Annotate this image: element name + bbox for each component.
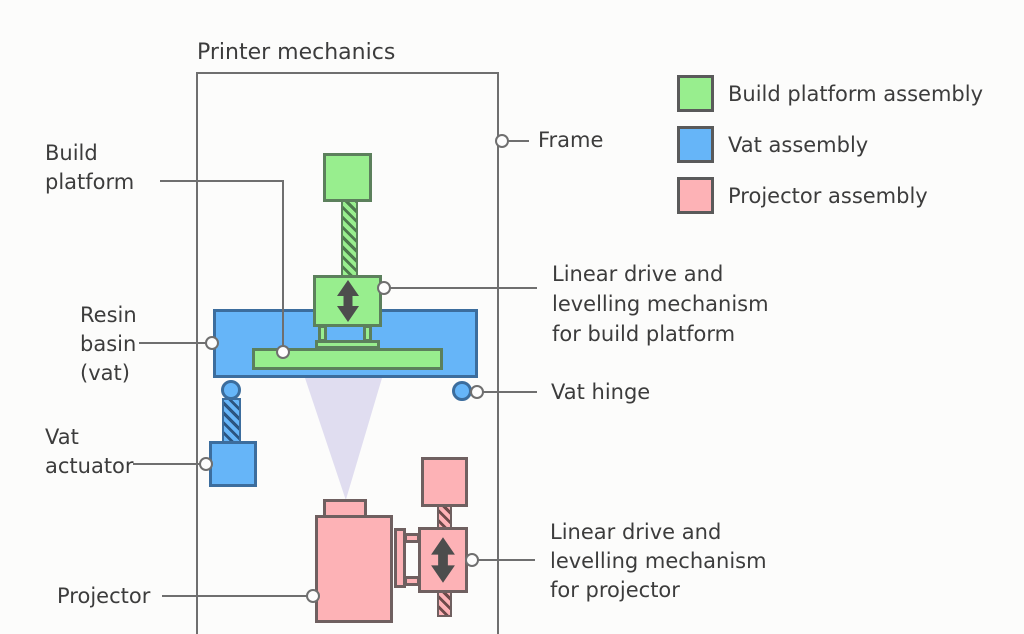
projector-threaded-rod-bottom [437, 589, 452, 617]
label-frame: Frame [538, 128, 604, 152]
build-platform-foot-plate [315, 340, 380, 349]
label-line: platform [45, 170, 135, 194]
label-line: levelling mechanism [552, 292, 769, 316]
label-line: Vat [45, 425, 79, 449]
label-line: for build platform [552, 322, 736, 346]
vat-hinge-left-circle [221, 380, 241, 400]
legend-swatch-build-platform [677, 75, 714, 112]
label-line: (vat) [80, 361, 130, 385]
label-line: Linear drive and [552, 262, 724, 286]
legend-swatch-vat [677, 126, 714, 163]
callout-line-linear-drive-projector [478, 559, 535, 561]
legend-swatch-projector [677, 177, 714, 214]
label-build-platform: Build platform [45, 139, 134, 197]
label-line: for projector [550, 578, 680, 602]
vat-hinge-right-circle [452, 381, 472, 401]
callout-line-resin-basin [139, 342, 207, 344]
build-platform-linear-drive-box [313, 275, 382, 327]
callout-line-build-platform-h [160, 180, 284, 182]
legend-label-projector: Projector assembly [728, 184, 928, 208]
callout-line-projector [162, 595, 308, 597]
callout-line-frame [508, 140, 529, 142]
callout-dot-projector [306, 589, 320, 603]
build-platform-threaded-rod [341, 199, 358, 277]
callout-dot-vat-actuator [199, 457, 213, 471]
legend-label-build-platform: Build platform assembly [728, 82, 984, 106]
build-platform-motor-box [323, 153, 372, 202]
printer-frame-outline [196, 72, 499, 634]
callout-line-build-platform-v [282, 180, 284, 346]
vat-actuator-threaded-rod [222, 398, 241, 443]
callout-dot-linear-drive-build [377, 281, 391, 295]
label-line: Linear drive and [550, 520, 722, 544]
callout-dot-vat-hinge [470, 385, 484, 399]
label-line: Resin [80, 303, 137, 327]
label-line: Build [45, 141, 98, 165]
callout-line-linear-drive-build [389, 287, 537, 289]
callout-dot-build-platform [276, 345, 290, 359]
label-line: levelling mechanism [550, 549, 767, 573]
legend-label-vat: Vat assembly [728, 133, 869, 157]
label-linear-drive-build: Linear drive and levelling mechanism for… [552, 259, 769, 349]
callout-dot-frame [495, 134, 509, 148]
projector-linear-drive-box [418, 527, 468, 593]
projector-drive-motor-box [421, 457, 468, 507]
label-projector: Projector [57, 584, 151, 608]
label-resin-basin: Resin basin (vat) [80, 301, 137, 388]
build-platform-plate [252, 348, 443, 370]
callout-line-vat-actuator [133, 463, 201, 465]
callout-dot-linear-drive-projector [465, 553, 479, 567]
up-down-arrow-icon [421, 530, 465, 590]
label-line: actuator [45, 454, 134, 478]
up-down-arrow-icon [316, 278, 379, 324]
projector-bracket-plate [394, 528, 406, 588]
callout-dot-resin-basin [205, 336, 219, 350]
label-vat-actuator: Vat actuator [45, 423, 134, 481]
label-linear-drive-projector: Linear drive and levelling mechanism for… [550, 518, 767, 605]
projector-body [315, 515, 393, 623]
label-line: basin [80, 332, 137, 356]
label-vat-hinge: Vat hinge [551, 380, 651, 404]
callout-line-vat-hinge [483, 391, 537, 393]
vat-actuator-box [209, 441, 257, 487]
diagram-title: Printer mechanics [197, 40, 396, 65]
